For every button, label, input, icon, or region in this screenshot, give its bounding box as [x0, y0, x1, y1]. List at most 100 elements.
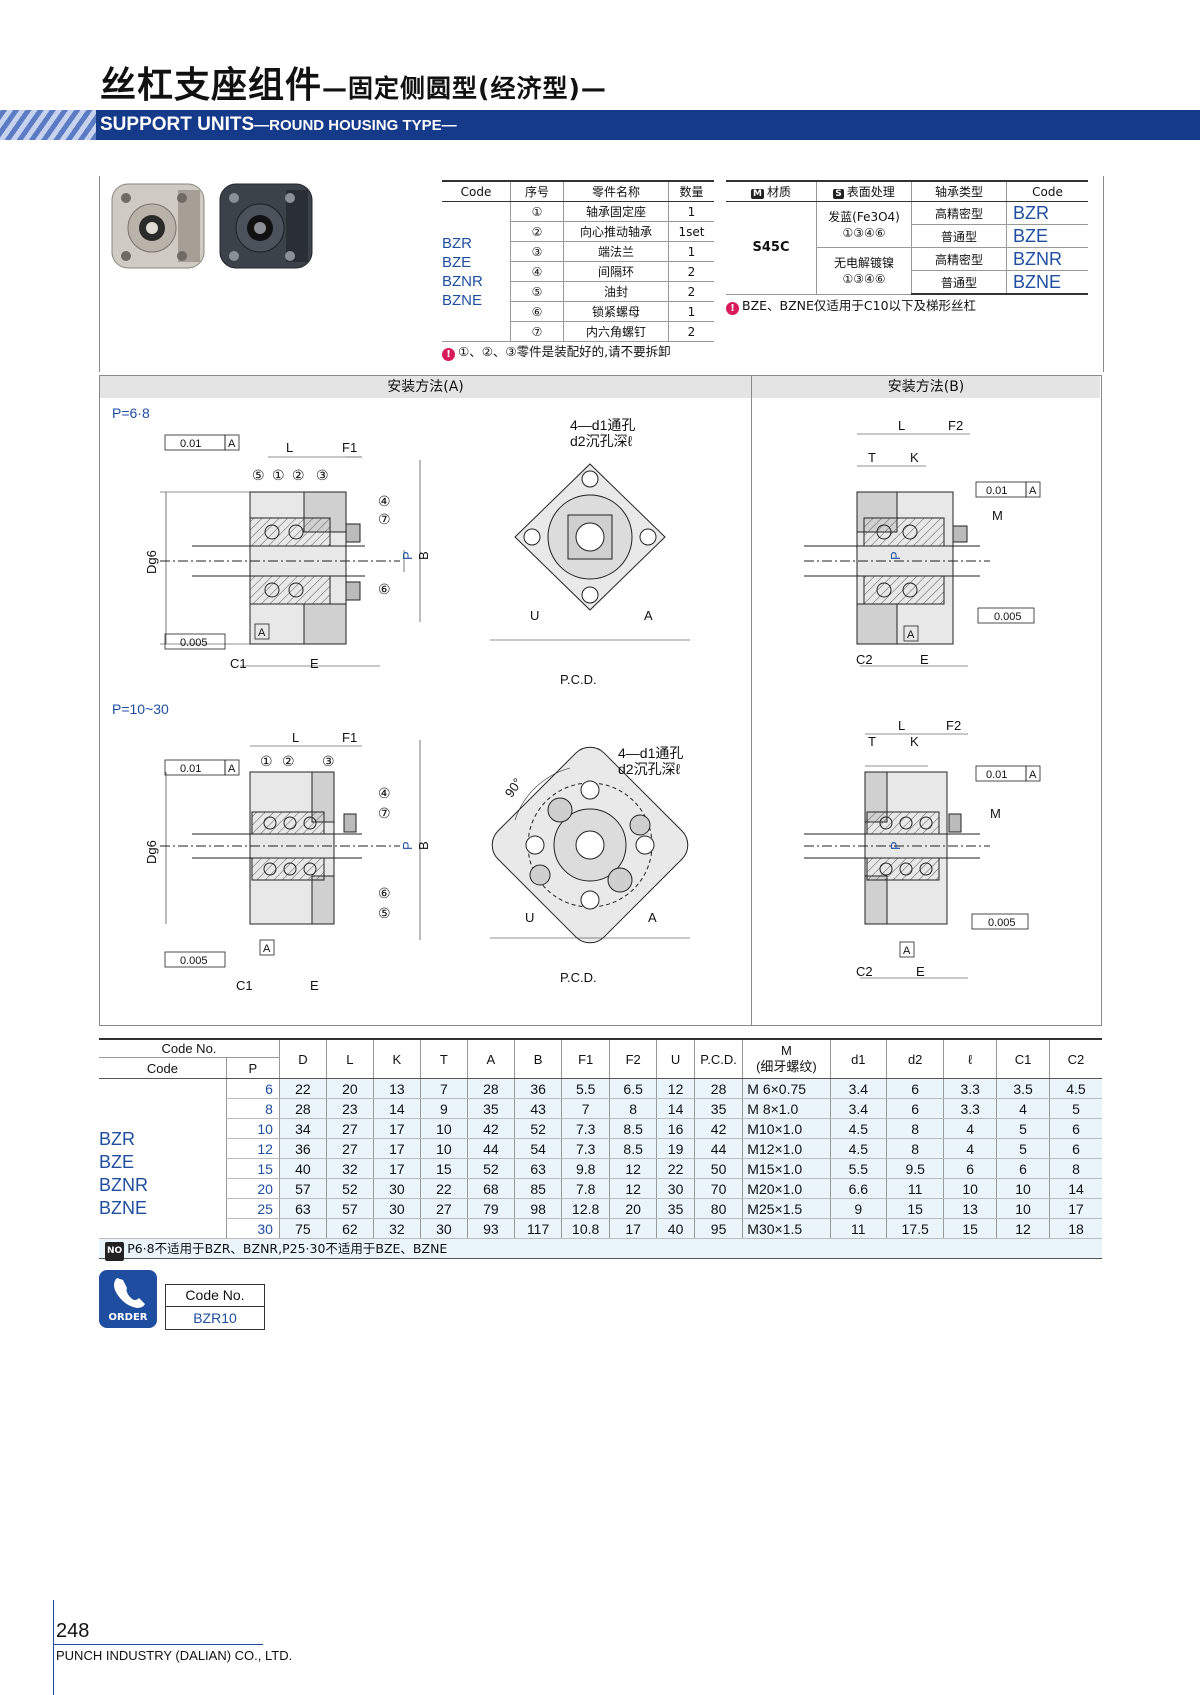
- dim-u: U: [525, 910, 534, 925]
- spec-col: C2: [1048, 1038, 1102, 1079]
- spec-cell: 5.5: [561, 1078, 610, 1099]
- install-a-title: 安装方法(A): [100, 376, 751, 398]
- dim-t: T: [868, 734, 876, 749]
- spec-cell: 12: [609, 1158, 657, 1179]
- par-tol: 0.005: [180, 955, 208, 967]
- datum-a: A: [907, 629, 915, 641]
- spec-cell: 5.5: [829, 1158, 887, 1179]
- holes-label-2: d2沉孔深ℓ: [570, 433, 633, 449]
- spec-cell: 3.3: [943, 1078, 997, 1099]
- callout: ⑥: [378, 885, 391, 901]
- spec-cell: 35: [656, 1198, 695, 1219]
- spec-cell: 17: [1048, 1198, 1102, 1219]
- spec-col: d2: [886, 1038, 944, 1079]
- spec-col-code: Code: [99, 1057, 227, 1079]
- product-photo-black: [219, 183, 313, 269]
- callout: ③: [316, 467, 329, 483]
- code-label: BZNE: [442, 291, 483, 309]
- part-no: ③: [510, 241, 564, 262]
- table-row: BZR BZE BZNR BZNE ① 轴承固定座 1: [442, 201, 714, 342]
- perp-tol: 0.01: [986, 485, 1007, 497]
- spec-cell: 8: [1048, 1158, 1102, 1179]
- dim-k: K: [910, 450, 919, 465]
- spec-table: Code No. D L K T A B F1 F2 U P.C.D. M(细牙…: [99, 1038, 1102, 1239]
- spec-col: F2: [609, 1038, 657, 1079]
- datum-a: A: [258, 627, 266, 639]
- spec-cell: 8: [886, 1138, 944, 1159]
- spec-cell: 8.5: [609, 1118, 657, 1139]
- spec-cell: 5: [996, 1118, 1050, 1139]
- code-label: BZE: [99, 1151, 135, 1172]
- part-qty: 1: [668, 301, 714, 322]
- spec-cell: 62: [325, 1218, 374, 1239]
- order-code-label: Code No.: [166, 1285, 264, 1307]
- dim-u: U: [530, 608, 539, 623]
- spec-cell: 27: [419, 1198, 468, 1219]
- material-value: S45C: [726, 201, 817, 295]
- spec-cell-m: M15×1.0: [742, 1158, 830, 1179]
- drawing-b-large: L F2 T K M P 0.01 A 0.005 A C2 E: [804, 718, 1041, 979]
- spec-col: d1: [829, 1038, 887, 1079]
- spec-col: F1: [561, 1038, 610, 1079]
- spec-cell: 75: [278, 1218, 327, 1239]
- order-code-box: Code No. BZR10: [165, 1284, 265, 1330]
- spec-cell-p: 8: [225, 1098, 280, 1119]
- spec-cell: 6.5: [609, 1078, 657, 1099]
- code-label: BZR: [99, 1128, 135, 1149]
- spec-cell-p: 10: [225, 1118, 280, 1139]
- dim-c1: C1: [236, 978, 253, 993]
- spec-cell: 36: [513, 1078, 562, 1099]
- spec-footnote-text: P6·8不适用于BZR、BZNR,P25·30不适用于BZE、BZNE: [127, 1241, 448, 1256]
- spec-cell: 17.5: [886, 1218, 944, 1239]
- callout: ①: [272, 467, 285, 483]
- spec-cell: 10.8: [561, 1218, 610, 1239]
- spec-cell: 6: [943, 1158, 997, 1179]
- spec-col: D: [278, 1038, 327, 1079]
- install-drawings: 0.01 A 0.005 A L F1 Dg6 P B C1 E ⑤ ① ② ③…: [144, 417, 1041, 993]
- spec-cell: 16: [656, 1118, 695, 1139]
- spec-col-m: M(细牙螺纹): [742, 1038, 830, 1079]
- spec-cell: 68: [466, 1178, 515, 1199]
- parts-codes: BZR BZE BZNR BZNE: [442, 201, 511, 342]
- code-label: BZR: [442, 234, 472, 252]
- spec-cell-m: M10×1.0: [742, 1118, 830, 1139]
- spec-header-row-1: Code No. D L K T A B F1 F2 U P.C.D. M(细牙…: [99, 1038, 1102, 1079]
- p-small-label: P=6·8: [112, 405, 150, 421]
- surface-1-name: 发蓝(Fe3O4): [828, 209, 900, 224]
- spec-cell: 7: [561, 1098, 610, 1119]
- spec-cell: 10: [996, 1178, 1050, 1199]
- spec-cell: 4.5: [829, 1138, 887, 1159]
- spec-cell: 3.4: [829, 1078, 887, 1099]
- part-qty: 1set: [668, 221, 714, 242]
- spec-cell: 30: [419, 1218, 468, 1239]
- spec-cell-m: M 8×1.0: [742, 1098, 830, 1119]
- spec-cell-p: 30: [225, 1218, 280, 1239]
- dim-c2: C2: [856, 652, 873, 667]
- spec-cell: 35: [466, 1098, 515, 1119]
- spec-cell: 13: [372, 1078, 421, 1099]
- spec-cell-m: M25×1.5: [742, 1198, 830, 1219]
- spec-cell: 14: [372, 1098, 421, 1119]
- spec-cell: 44: [466, 1138, 515, 1159]
- perp-datum: A: [228, 438, 236, 450]
- spec-cell: 52: [513, 1118, 562, 1139]
- spec-cell: 36: [278, 1138, 327, 1159]
- perp-datum: A: [228, 763, 236, 775]
- holes-label-2: d2沉孔深ℓ: [618, 761, 681, 777]
- callout: ①: [260, 753, 273, 769]
- dim-d: Dg6: [144, 550, 159, 574]
- callout: ⑦: [378, 511, 391, 527]
- part-no: ⑥: [510, 301, 564, 322]
- spec-cell-p: 25: [225, 1198, 280, 1219]
- spec-cell: 4.5: [829, 1118, 887, 1139]
- spec-cell: 9: [829, 1198, 887, 1219]
